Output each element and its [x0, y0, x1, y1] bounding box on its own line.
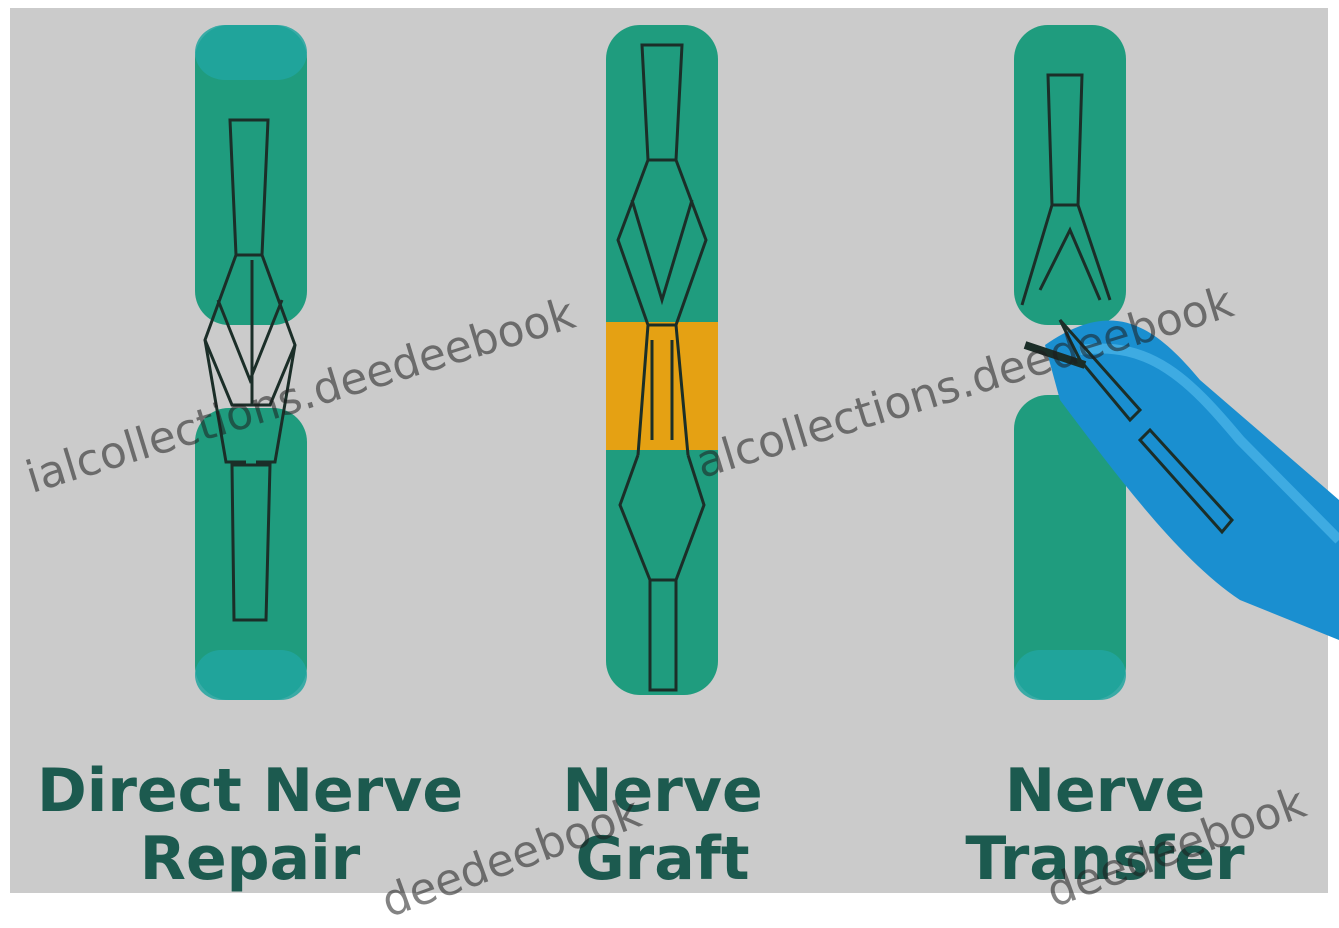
graft-segment [606, 322, 718, 450]
label-line: Direct Nerve [35, 757, 465, 825]
nerve-graft-illustration [606, 25, 718, 695]
nerve-repair-figure: Direct Nerve Repair Nerve Graft Nerve Tr… [0, 0, 1339, 901]
